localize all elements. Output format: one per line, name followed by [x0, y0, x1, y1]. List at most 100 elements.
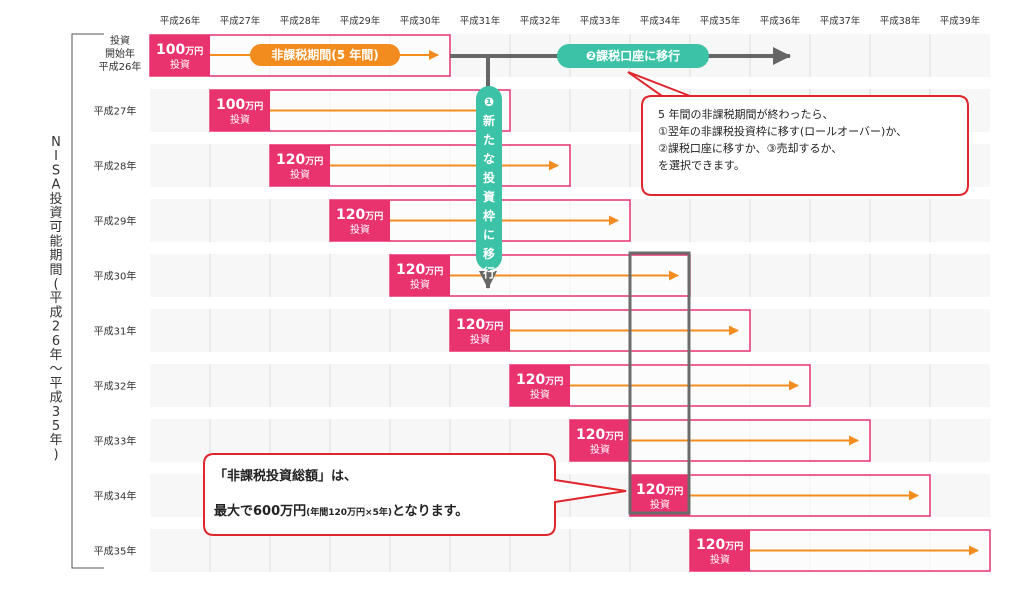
amount-value: 120万円 — [576, 427, 623, 443]
side-label-char: 2 — [52, 320, 60, 335]
amount-unit: 万円 — [184, 46, 203, 57]
amount-unit: 万円 — [364, 211, 383, 222]
row-label: 平成34年 — [94, 490, 137, 503]
amount-tile — [630, 475, 690, 516]
amount-number: 100 — [156, 42, 185, 58]
row-label: 平成32年 — [94, 380, 137, 393]
total-line2-end: となります。 — [392, 504, 468, 519]
amount-value: 100万円 — [156, 42, 203, 58]
row-label: 平成29年 — [94, 215, 137, 228]
side-label-char: 期 — [49, 249, 62, 264]
side-label-char: I — [54, 149, 58, 164]
amount-tile — [390, 255, 450, 296]
year-label: 平成29年 — [340, 15, 381, 27]
callout-line: 5 年間の非課税期間が終わったら、 — [658, 107, 834, 121]
amount-number: 120 — [336, 207, 365, 223]
total-callout-line1: 「非課税投資総額」は、 — [214, 468, 357, 484]
side-label-char: 〜 — [49, 362, 62, 377]
callout-line: を選択できます。 — [658, 158, 745, 172]
row-label: 平成33年 — [94, 435, 137, 448]
amount-unit: 万円 — [304, 156, 323, 167]
taxable-account-pill — [557, 44, 709, 68]
year-label: 平成36年 — [760, 15, 801, 27]
invest-label: 投資 — [710, 553, 730, 566]
side-label-char: 年 — [49, 348, 62, 363]
row-label: 開始年 — [105, 47, 135, 60]
row-label: 平成28年 — [94, 160, 137, 173]
amount-number: 120 — [636, 482, 665, 498]
amount-number: 120 — [576, 427, 605, 443]
amount-number: 120 — [276, 152, 305, 168]
row-label: 投資 — [110, 34, 130, 47]
side-label-char: 6 — [52, 334, 60, 349]
rollover-label-char: 行 — [482, 265, 495, 280]
callout-line: ①翌年の非課税投資枠に移す(ロールオーバー)か、 — [658, 124, 907, 138]
amount-unit: 万円 — [544, 376, 563, 387]
amount-unit: 万円 — [604, 431, 623, 442]
side-label-char: 3 — [52, 405, 60, 420]
year-label: 平成30年 — [400, 15, 441, 27]
side-label-char: 能 — [49, 234, 62, 249]
rollover-label-char: 移 — [483, 246, 495, 261]
invest-label: 投資 — [470, 333, 490, 346]
year-label: 平成39年 — [940, 15, 981, 27]
total-callout-line2: 最大で600万円(年間120万円×5年)となります。 — [214, 503, 468, 519]
amount-tile — [210, 90, 270, 131]
year-label: 平成32年 — [520, 15, 561, 27]
year-label: 平成28年 — [280, 15, 321, 27]
row-label: 平成35年 — [94, 545, 137, 558]
amount-value: 120万円 — [516, 372, 563, 388]
side-label-char: A — [52, 178, 61, 193]
rollover-label-char: 資 — [483, 189, 495, 204]
side-label-char: ( — [53, 277, 58, 292]
rollover-label-char: に — [483, 228, 495, 242]
rollover-label-char: 枠 — [483, 208, 495, 223]
side-label-char: 成 — [49, 305, 62, 320]
amount-number: 100 — [216, 97, 245, 113]
side-label-char: 可 — [49, 220, 62, 235]
tax-free-period-label: 非課税期間(5 年間) — [271, 47, 379, 62]
amount-unit: 万円 — [484, 321, 503, 332]
year-label: 平成35年 — [700, 15, 741, 27]
side-label-char: 投 — [49, 191, 62, 207]
amount-value: 100万円 — [216, 97, 263, 113]
side-label-char: 5 — [52, 419, 60, 434]
year-label: 平成31年 — [460, 15, 501, 27]
total-line2-big: 最大で600万円 — [214, 503, 306, 519]
amount-unit: 万円 — [724, 541, 743, 552]
side-label-char: 平 — [49, 291, 62, 306]
callout-line: ②課税口座に移すか、③売却するか、 — [658, 141, 842, 155]
side-label-char: 平 — [49, 376, 62, 391]
row-label: 平成31年 — [94, 325, 137, 338]
callout-bubble — [627, 71, 969, 196]
row-label: 平成26年 — [99, 60, 142, 73]
amount-tile — [690, 530, 750, 571]
invest-label: 投資 — [650, 498, 670, 511]
invest-label: 投資 — [170, 58, 190, 71]
callout-bubble — [203, 453, 627, 536]
invest-label: 投資 — [410, 278, 430, 291]
side-label-char: 年 — [49, 433, 62, 448]
amount-unit: 万円 — [244, 101, 263, 112]
side-label-char: 資 — [49, 206, 62, 221]
side-label-char: 間 — [49, 263, 62, 278]
rollover-label-char: 投 — [483, 170, 495, 185]
year-label: 平成27年 — [220, 15, 261, 27]
amount-tile — [150, 35, 210, 76]
amount-number: 120 — [456, 317, 485, 333]
amount-tile — [570, 420, 630, 461]
rollover-label-char: ❶ — [484, 95, 494, 109]
amount-value: 120万円 — [276, 152, 323, 168]
invest-label: 投資 — [350, 223, 370, 236]
rollover-callout: 5 年間の非課税期間が終わったら、 ①翌年の非課税投資枠に移す(ロールオーバー)か… — [627, 71, 969, 196]
tax-free-period-pill — [250, 44, 400, 66]
